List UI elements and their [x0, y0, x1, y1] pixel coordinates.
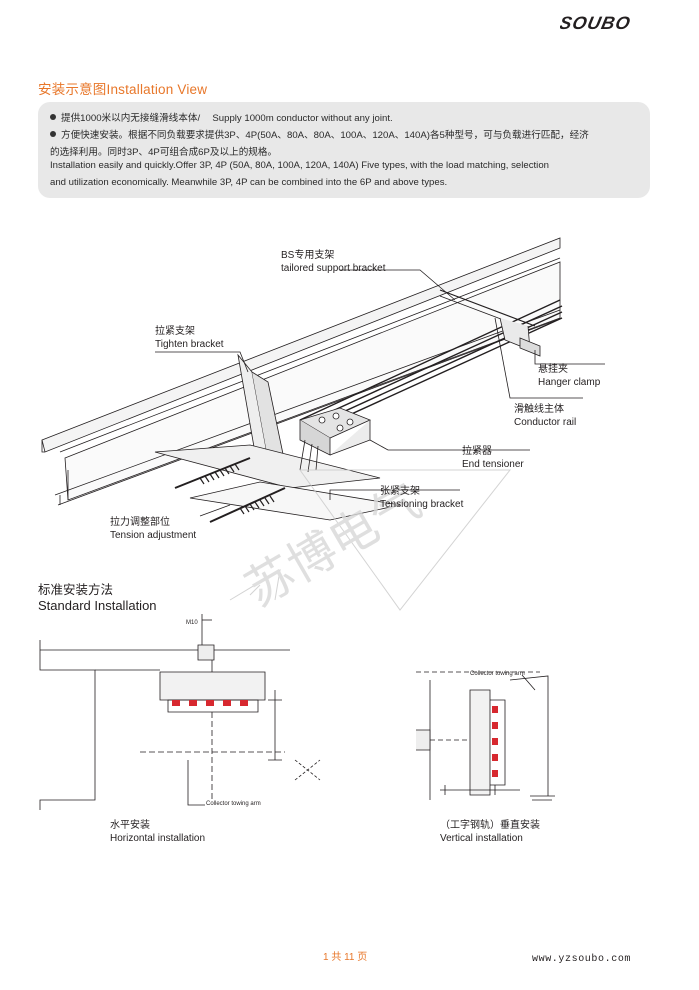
info-box: 提供1000米以内无接缝滑线本体/ Supply 1000m conductor… [38, 102, 650, 198]
section-title: 安装示意图Installation View [38, 82, 208, 97]
info-line-1: 提供1000米以内无接缝滑线本体/ Supply 1000m conductor… [50, 110, 393, 124]
m10-label: M10 [186, 620, 198, 626]
website-url[interactable]: www.yzsoubo.com [532, 954, 632, 965]
info-line-5: and utilization economically. Meanwhile … [50, 177, 448, 188]
bullet-icon [50, 131, 56, 137]
info-line-2: 方便快速安装。根据不同负载要求提供3P、4P(50A、80A、80A、100A、… [50, 127, 589, 141]
info-line-4: Installation easily and quickly.Offer 3P… [50, 160, 549, 171]
svg-text:SOUBO: SOUBO [560, 13, 633, 33]
page-indicator: 1 共 11 页 [323, 952, 368, 963]
contact-shoes-vertical [492, 706, 498, 777]
info-line-3: 的选择利用。同时3P、4P可组合成6P及以上的规格。 [50, 147, 278, 158]
collector-towing-arm-label-vertical: Collector towing arm [470, 671, 525, 677]
collector-towing-arm-label: Collector towing arm [206, 801, 261, 807]
contact-shoes-horizontal [172, 700, 248, 706]
standard-installation-title: 标准安装方法 Standard Installation [38, 583, 157, 613]
soubo-logo: SOUBO [560, 13, 633, 33]
bullet-icon [50, 114, 56, 120]
